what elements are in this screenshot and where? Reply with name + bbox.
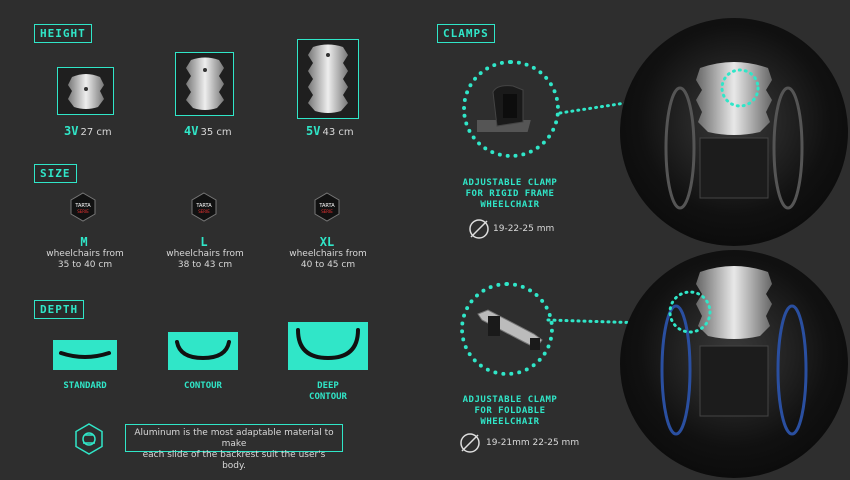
depth-standard-curve-icon xyxy=(59,351,111,359)
rigid-wheelchair-photo xyxy=(620,18,848,246)
svg-text:SERIE: SERIE xyxy=(77,209,89,214)
wheelchair-icon xyxy=(664,62,804,210)
diameter-icon xyxy=(460,433,480,453)
backrest-5v-image[interactable] xyxy=(297,39,359,119)
depth-contour-option[interactable] xyxy=(168,332,238,370)
svg-text:SERIE: SERIE xyxy=(321,209,333,214)
svg-text:SERIE: SERIE xyxy=(198,209,210,214)
backrest-3v-icon xyxy=(67,74,104,109)
rigid-clamp-image[interactable] xyxy=(462,60,560,158)
depth-contour-label: CONTOUR xyxy=(184,381,222,391)
aluminum-hexagon-icon xyxy=(75,423,103,455)
depth-deep-contour-curve-icon xyxy=(296,328,360,361)
backrest-3v-image[interactable] xyxy=(57,67,114,115)
foldable-wheelchair-photo xyxy=(620,250,848,478)
depth-deep-contour-option[interactable] xyxy=(288,322,368,370)
size-m-letter: M xyxy=(80,235,88,249)
svg-text:TARTA: TARTA xyxy=(318,203,335,209)
rigid-clamp-icon xyxy=(477,85,531,132)
depth-standard-option[interactable] xyxy=(53,340,117,370)
wheelchair-icon xyxy=(660,266,808,436)
svg-text:TARTA: TARTA xyxy=(74,203,91,209)
diameter-icon xyxy=(469,219,489,239)
foldable-clamp-diameters: 19-21mm 22-25 mm xyxy=(486,438,580,448)
clamps-section-tag: CLAMPS xyxy=(437,24,495,43)
backrest-4v-image[interactable] xyxy=(175,52,234,116)
tarta-badge-icon: TARTA SERIE xyxy=(191,192,217,222)
size-xl-letter: XL xyxy=(319,235,335,249)
size-section-tag: SIZE xyxy=(34,164,77,183)
depth-section-tag: DEPTH xyxy=(34,300,85,319)
tarta-badge-icon: TARTA SERIE xyxy=(314,192,340,222)
backrest-5v-icon xyxy=(308,44,348,113)
rigid-clamp-diameters: 19-22-25 mm xyxy=(493,224,555,234)
size-l-letter: L xyxy=(200,235,208,249)
backrest-4v-icon xyxy=(185,57,224,110)
foldable-clamp-icon xyxy=(477,309,543,350)
height-section-tag: HEIGHT xyxy=(34,24,92,43)
depth-standard-label: STANDARD xyxy=(63,381,107,391)
foldable-clamp-image[interactable] xyxy=(460,282,554,376)
aluminum-note: Aluminum is the most adaptable material … xyxy=(125,424,343,471)
tarta-badge-icon: TARTA SERIE xyxy=(70,192,96,222)
depth-contour-curve-icon xyxy=(175,340,231,361)
svg-text:TARTA: TARTA xyxy=(195,203,212,209)
